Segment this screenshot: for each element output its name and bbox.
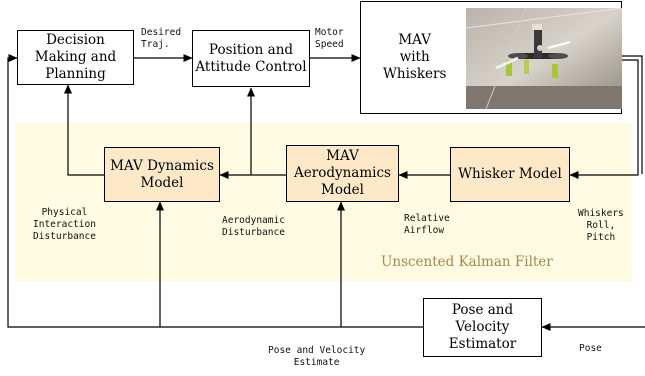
label-motor-speed: Motor Speed <box>315 27 344 50</box>
mav-aerodynamics-model-box: MAV Aerodynamics Model <box>286 145 399 202</box>
arrow-mav-to-whisker <box>569 59 639 179</box>
decision-making-box: Decision Making and Planning <box>17 30 134 85</box>
label-aerodynamic-disturbance: Aerodynamic Disturbance <box>222 215 285 238</box>
pose-velocity-estimator-box: Pose and Velocity Estimator <box>423 298 542 357</box>
arrow-feedback-to-decision <box>7 54 423 328</box>
position-attitude-control-box: Position and Attitude Control <box>192 30 310 87</box>
whisker-model-box: Whisker Model <box>450 147 570 202</box>
wire-mav-out-1 <box>622 55 643 174</box>
mav-photo <box>466 8 622 109</box>
label-relative-airflow: Relative Airflow <box>404 213 450 236</box>
ukf-region-label: Unscented Kalman Filter <box>381 254 553 270</box>
label-physical-interaction-disturbance: Physical Interaction Disturbance <box>33 207 96 242</box>
label-pose: Pose <box>579 343 602 354</box>
label-whiskers-roll-pitch: Whiskers Roll, Pitch <box>578 208 624 243</box>
label-desired-traj: Desired Traj. <box>141 27 182 50</box>
label-pose-velocity-estimate: Pose and Velocity Estimate <box>268 345 366 368</box>
mav-box-label: MAV with Whiskers <box>383 32 447 82</box>
mav-dynamics-model-box: MAV Dynamics Model <box>104 147 220 202</box>
arrow-to-decision <box>64 84 104 176</box>
